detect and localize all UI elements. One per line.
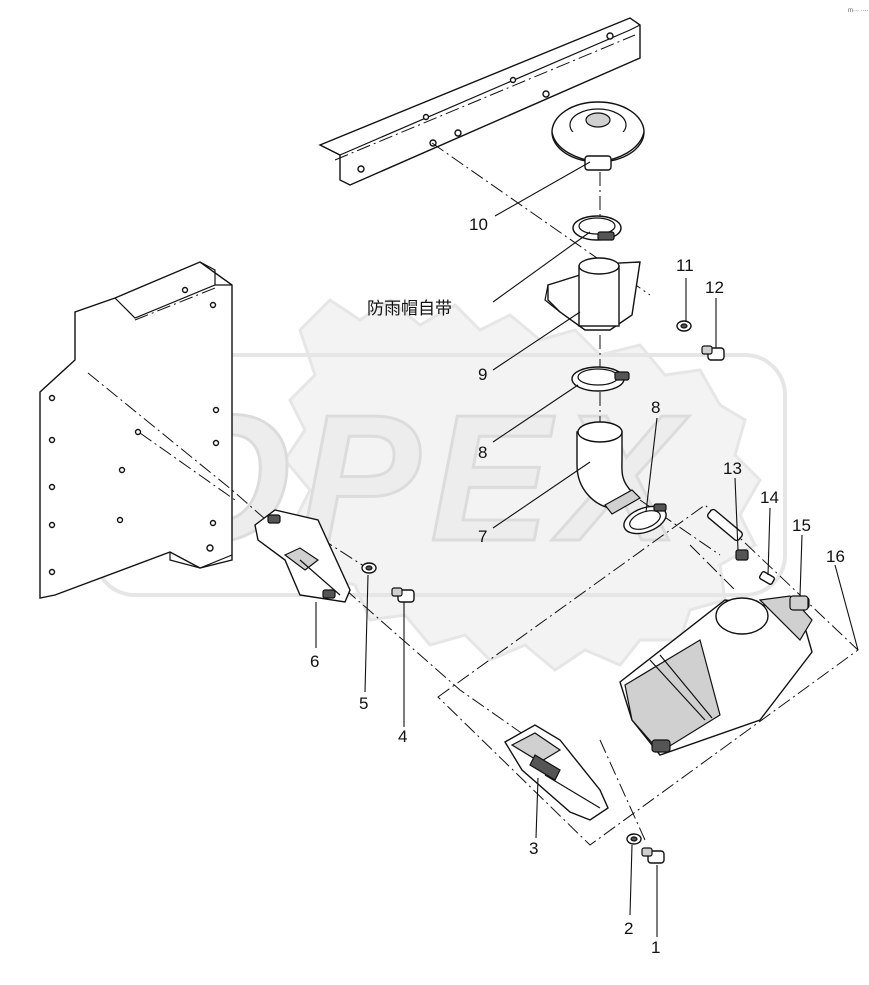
callout-13: 13 <box>723 459 742 478</box>
callout-4: 4 <box>398 727 407 746</box>
callout-labels: 1 2 3 4 5 6 7 8 8 9 10 11 12 13 14 15 16 <box>310 215 845 957</box>
callout-10: 10 <box>469 215 488 234</box>
bolt-1 <box>641 847 665 864</box>
fitting-14 <box>758 571 776 585</box>
callout-9: 9 <box>478 365 487 384</box>
watermark: OPEX <box>93 298 787 672</box>
bolt-4 <box>391 587 415 603</box>
bolt-12 <box>701 345 725 361</box>
callout-8-lower: 8 <box>478 443 487 462</box>
washer-11 <box>676 320 692 332</box>
washer-5 <box>361 562 377 574</box>
callout-7: 7 <box>478 527 487 546</box>
callout-5: 5 <box>359 694 368 713</box>
air-filter-housing <box>619 595 813 756</box>
top-rail-bracket <box>318 17 641 186</box>
leader-lines <box>315 161 859 937</box>
callout-11: 11 <box>676 256 694 275</box>
left-frame-panel <box>39 261 233 599</box>
rain-cap <box>551 101 645 171</box>
service-indicator-13 <box>706 508 749 561</box>
inlet-cap <box>544 257 641 331</box>
callout-15: 15 <box>792 516 811 535</box>
callout-1: 1 <box>651 938 660 957</box>
note-label: 防雨帽自带 <box>367 299 452 319</box>
valve-15 <box>789 595 809 611</box>
corner-mark: m··· ···· <box>848 8 869 14</box>
callout-2: 2 <box>624 919 633 938</box>
callout-8-side: 8 <box>651 398 660 417</box>
callout-12: 12 <box>705 278 724 297</box>
callout-16: 16 <box>826 547 845 566</box>
callout-3: 3 <box>529 839 538 858</box>
callout-14: 14 <box>760 488 779 507</box>
rubber-elbow <box>576 421 641 515</box>
washer-2 <box>626 833 642 845</box>
support-bracket <box>504 724 609 821</box>
callout-6: 6 <box>310 652 319 671</box>
hose-clamp-middle <box>571 366 630 392</box>
hose-clamp-lower <box>623 503 667 535</box>
mounting-bracket <box>254 509 351 603</box>
hose-clamp-upper <box>572 215 622 241</box>
